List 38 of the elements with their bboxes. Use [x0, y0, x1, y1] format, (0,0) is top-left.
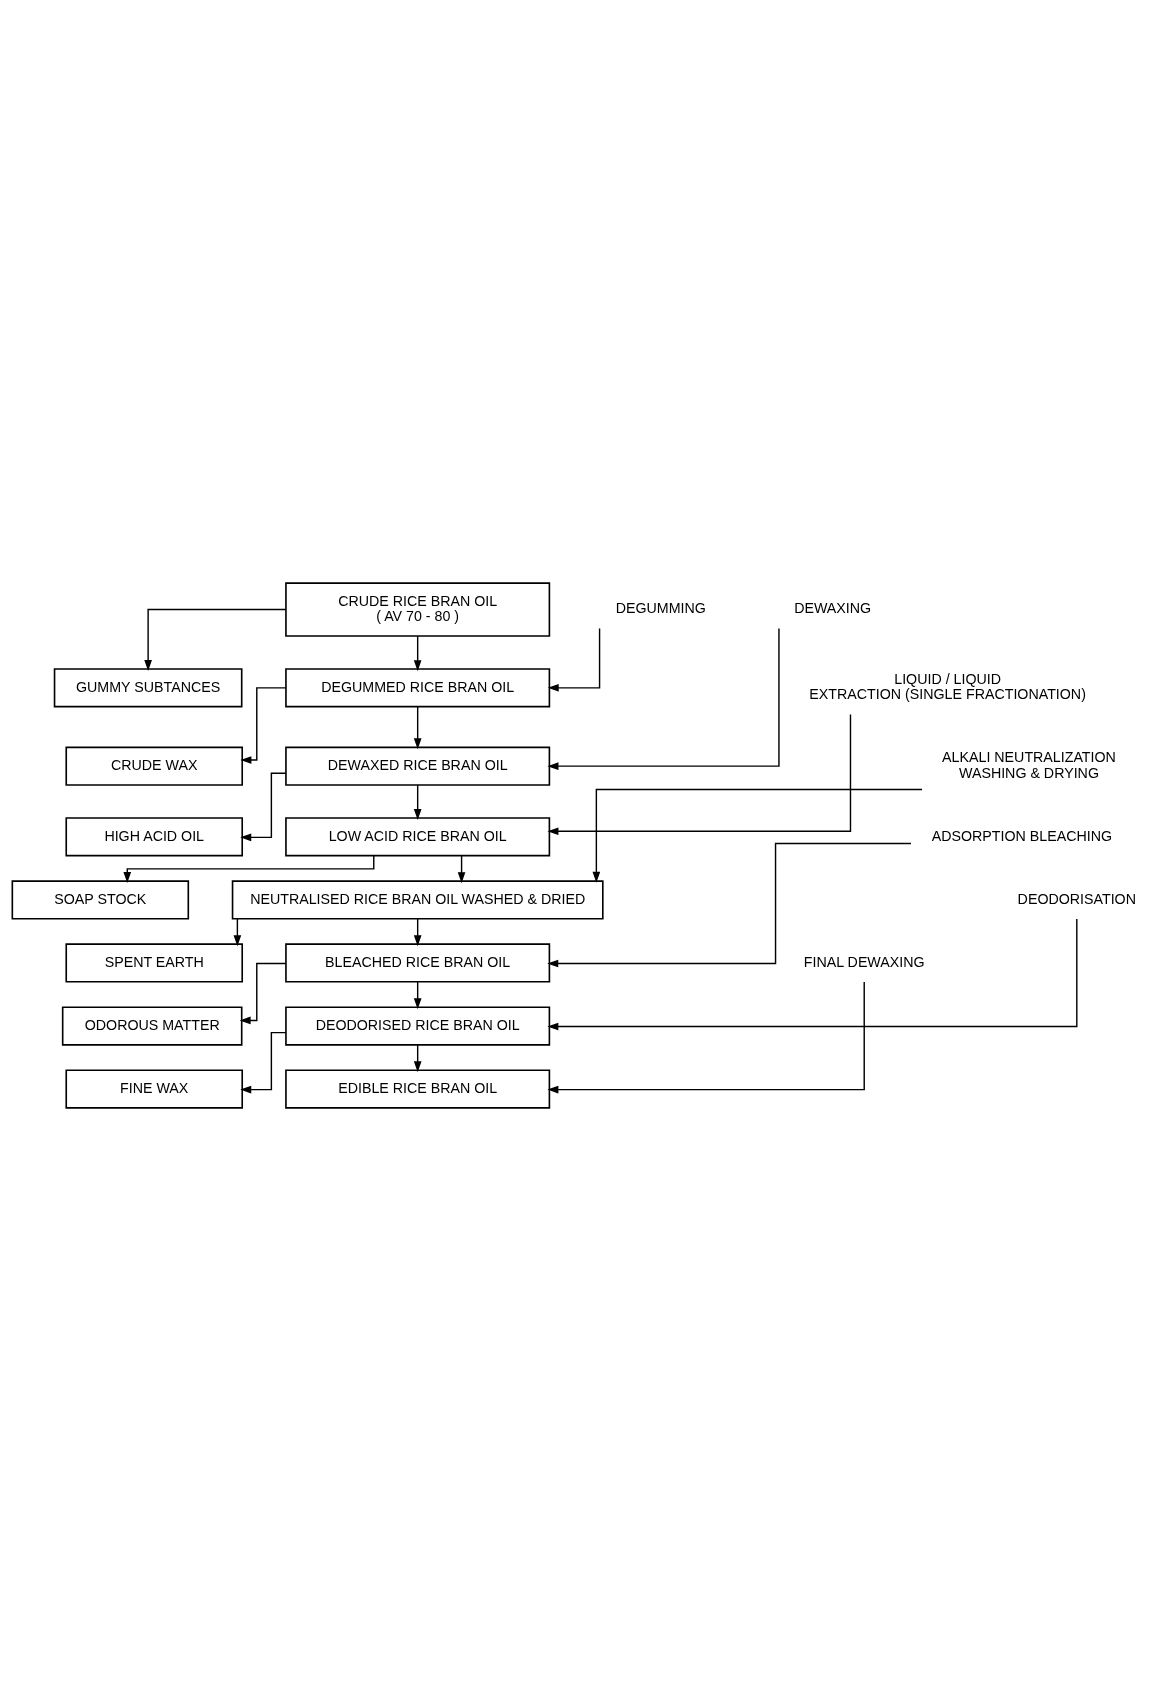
arrow [240, 686, 287, 764]
node-box: CRUDE RICE BRAN OIL ( AV 70 - 80 ) [285, 581, 551, 637]
arrow [547, 980, 865, 1093]
arrow [547, 917, 1078, 1030]
arrow [413, 783, 422, 820]
node-text: DEODORISATION [1017, 890, 1136, 907]
node-text: DEWAXING [794, 599, 872, 616]
node-box: ODOROUS MATTER [61, 1005, 243, 1046]
arrow [413, 634, 422, 671]
arrow [123, 854, 375, 883]
node-box: CRUDE WAX [65, 746, 244, 786]
arrow [547, 627, 780, 770]
arrow [547, 713, 852, 835]
node-box: SOAP STOCK [11, 879, 190, 920]
node-box: NEUTRALISED RICE BRAN OIL WASHED & DRIED [231, 879, 604, 920]
node-box: DEWAXED RICE BRAN OIL [285, 746, 551, 786]
arrow [547, 842, 912, 967]
node-box: DEGUMMED RICE BRAN OIL [285, 667, 551, 707]
arrow [239, 962, 287, 1024]
node-text: FINAL DEWAXING [803, 953, 925, 970]
node-box: DEODORISED RICE BRAN OIL [285, 1005, 551, 1046]
node-box: HIGH ACID OIL [65, 816, 244, 856]
arrow [592, 788, 923, 883]
arrow [240, 1031, 287, 1093]
node-box: FINE WAX [65, 1069, 244, 1109]
arrow [144, 608, 287, 671]
node-box: BLEACHED RICE BRAN OIL [285, 942, 551, 983]
node-text: ALKALI NEUTRALIZATION WASHING & DRYING [942, 748, 1116, 781]
node-text: ADSORPTION BLEACHING [931, 827, 1113, 844]
node-box: SPENT EARTH [65, 942, 244, 983]
arrow [413, 705, 422, 749]
node-text: LIQUID / LIQUID EXTRACTION (SINGLE FRACTIONATION) [809, 670, 1086, 702]
node-box: GUMMY SUBTANCES [53, 667, 243, 707]
arrow [547, 627, 601, 692]
arrow [240, 772, 287, 841]
node-box: EDIBLE RICE BRAN OIL [285, 1069, 551, 1109]
node-box: LOW ACID RICE BRAN OIL [285, 816, 551, 856]
node-text: DEGUMMING [615, 599, 706, 616]
